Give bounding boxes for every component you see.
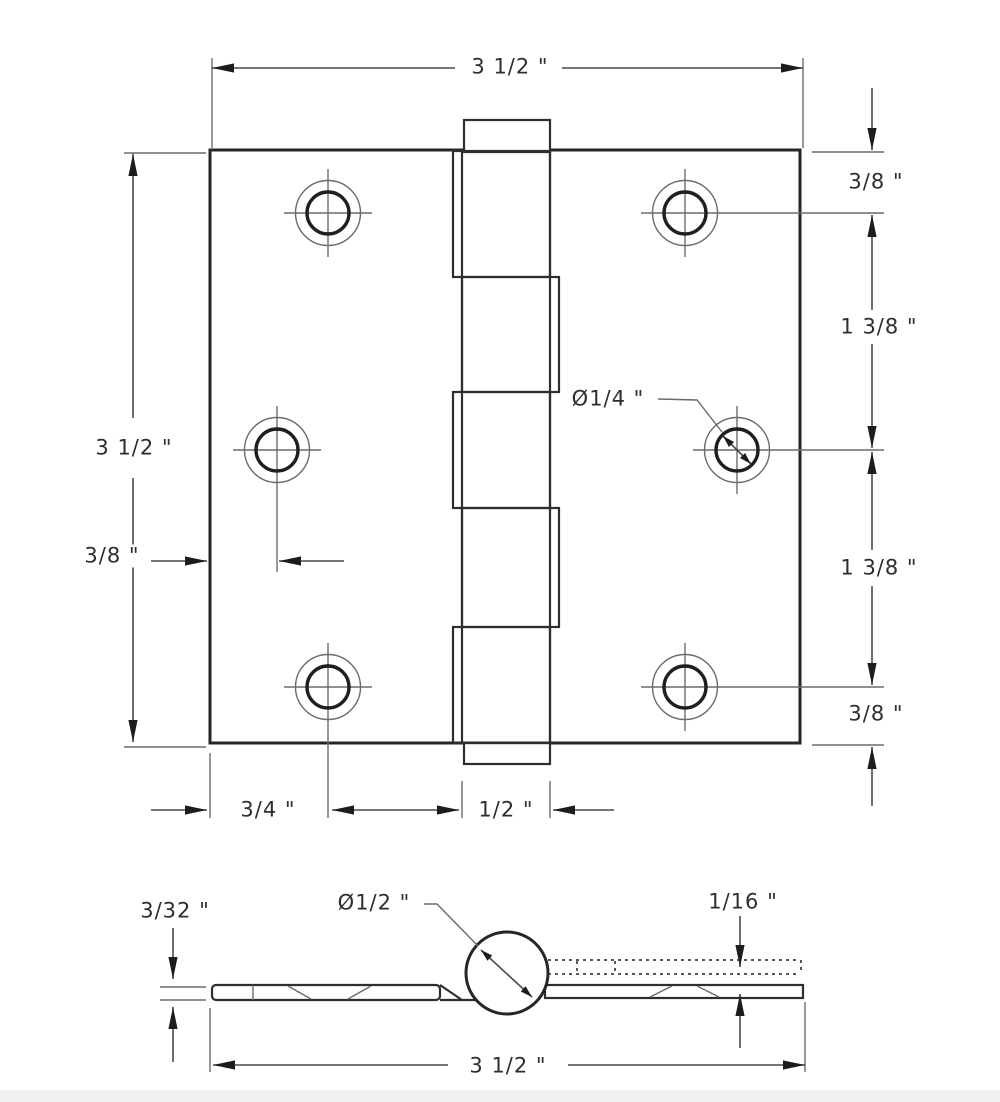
dim-label-edge-offset-bottom: 3/8 " — [843, 702, 909, 726]
screw-hole-middle-left — [233, 406, 321, 494]
footer-strip — [0, 1090, 1000, 1102]
dim-hole-diameter-leader — [657, 398, 723, 433]
side-right-leaf — [543, 959, 805, 1000]
side-barrel — [424, 903, 550, 1016]
dim-label-hole-from-edge: 3/4 " — [235, 798, 301, 822]
side-left-leaf — [210, 983, 478, 1002]
dim-leaf-thickness — [160, 928, 206, 1062]
screw-holes — [233, 169, 781, 731]
top-view — [124, 58, 884, 818]
screw-hole-bottom-right — [641, 643, 729, 731]
side-view — [160, 903, 806, 1072]
dim-label-leaf-offset: 1/16 " — [703, 890, 783, 914]
dim-label-hole-spacing-upper: 1 3/8 " — [835, 315, 923, 339]
dim-right-chain — [729, 88, 884, 806]
dim-label-top-width: 3 1/2 " — [466, 55, 554, 79]
dim-side-width — [209, 1002, 806, 1072]
dim-label-leaf-thickness: 3/32 " — [135, 899, 215, 923]
dim-label-edge-offset-top: 3/8 " — [843, 170, 909, 194]
dim-label-edge-offset-left: 3/8 " — [79, 544, 145, 568]
screw-hole-bottom-left — [284, 643, 372, 731]
hinge-barrel — [451, 118, 561, 766]
dim-label-barrel-width: 1/2 " — [473, 798, 539, 822]
dim-top-width — [211, 58, 804, 148]
dim-left-hole-offset — [151, 494, 344, 572]
dim-label-left-height: 3 1/2 " — [90, 436, 178, 460]
dim-label-barrel-diameter: Ø1/2 " — [332, 891, 416, 915]
dim-bottom-chain — [151, 731, 614, 818]
screw-hole-middle-right — [693, 406, 781, 494]
hinge-plate-outline — [208, 148, 802, 745]
dim-left-height — [124, 152, 206, 748]
screw-hole-top-right — [641, 169, 729, 257]
dim-label-side-width: 3 1/2 " — [464, 1054, 552, 1078]
dim-label-hole-spacing-lower: 1 3/8 " — [835, 556, 923, 580]
dim-label-hole-diameter: Ø1/4 " — [566, 387, 650, 411]
screw-hole-top-left — [284, 169, 372, 257]
